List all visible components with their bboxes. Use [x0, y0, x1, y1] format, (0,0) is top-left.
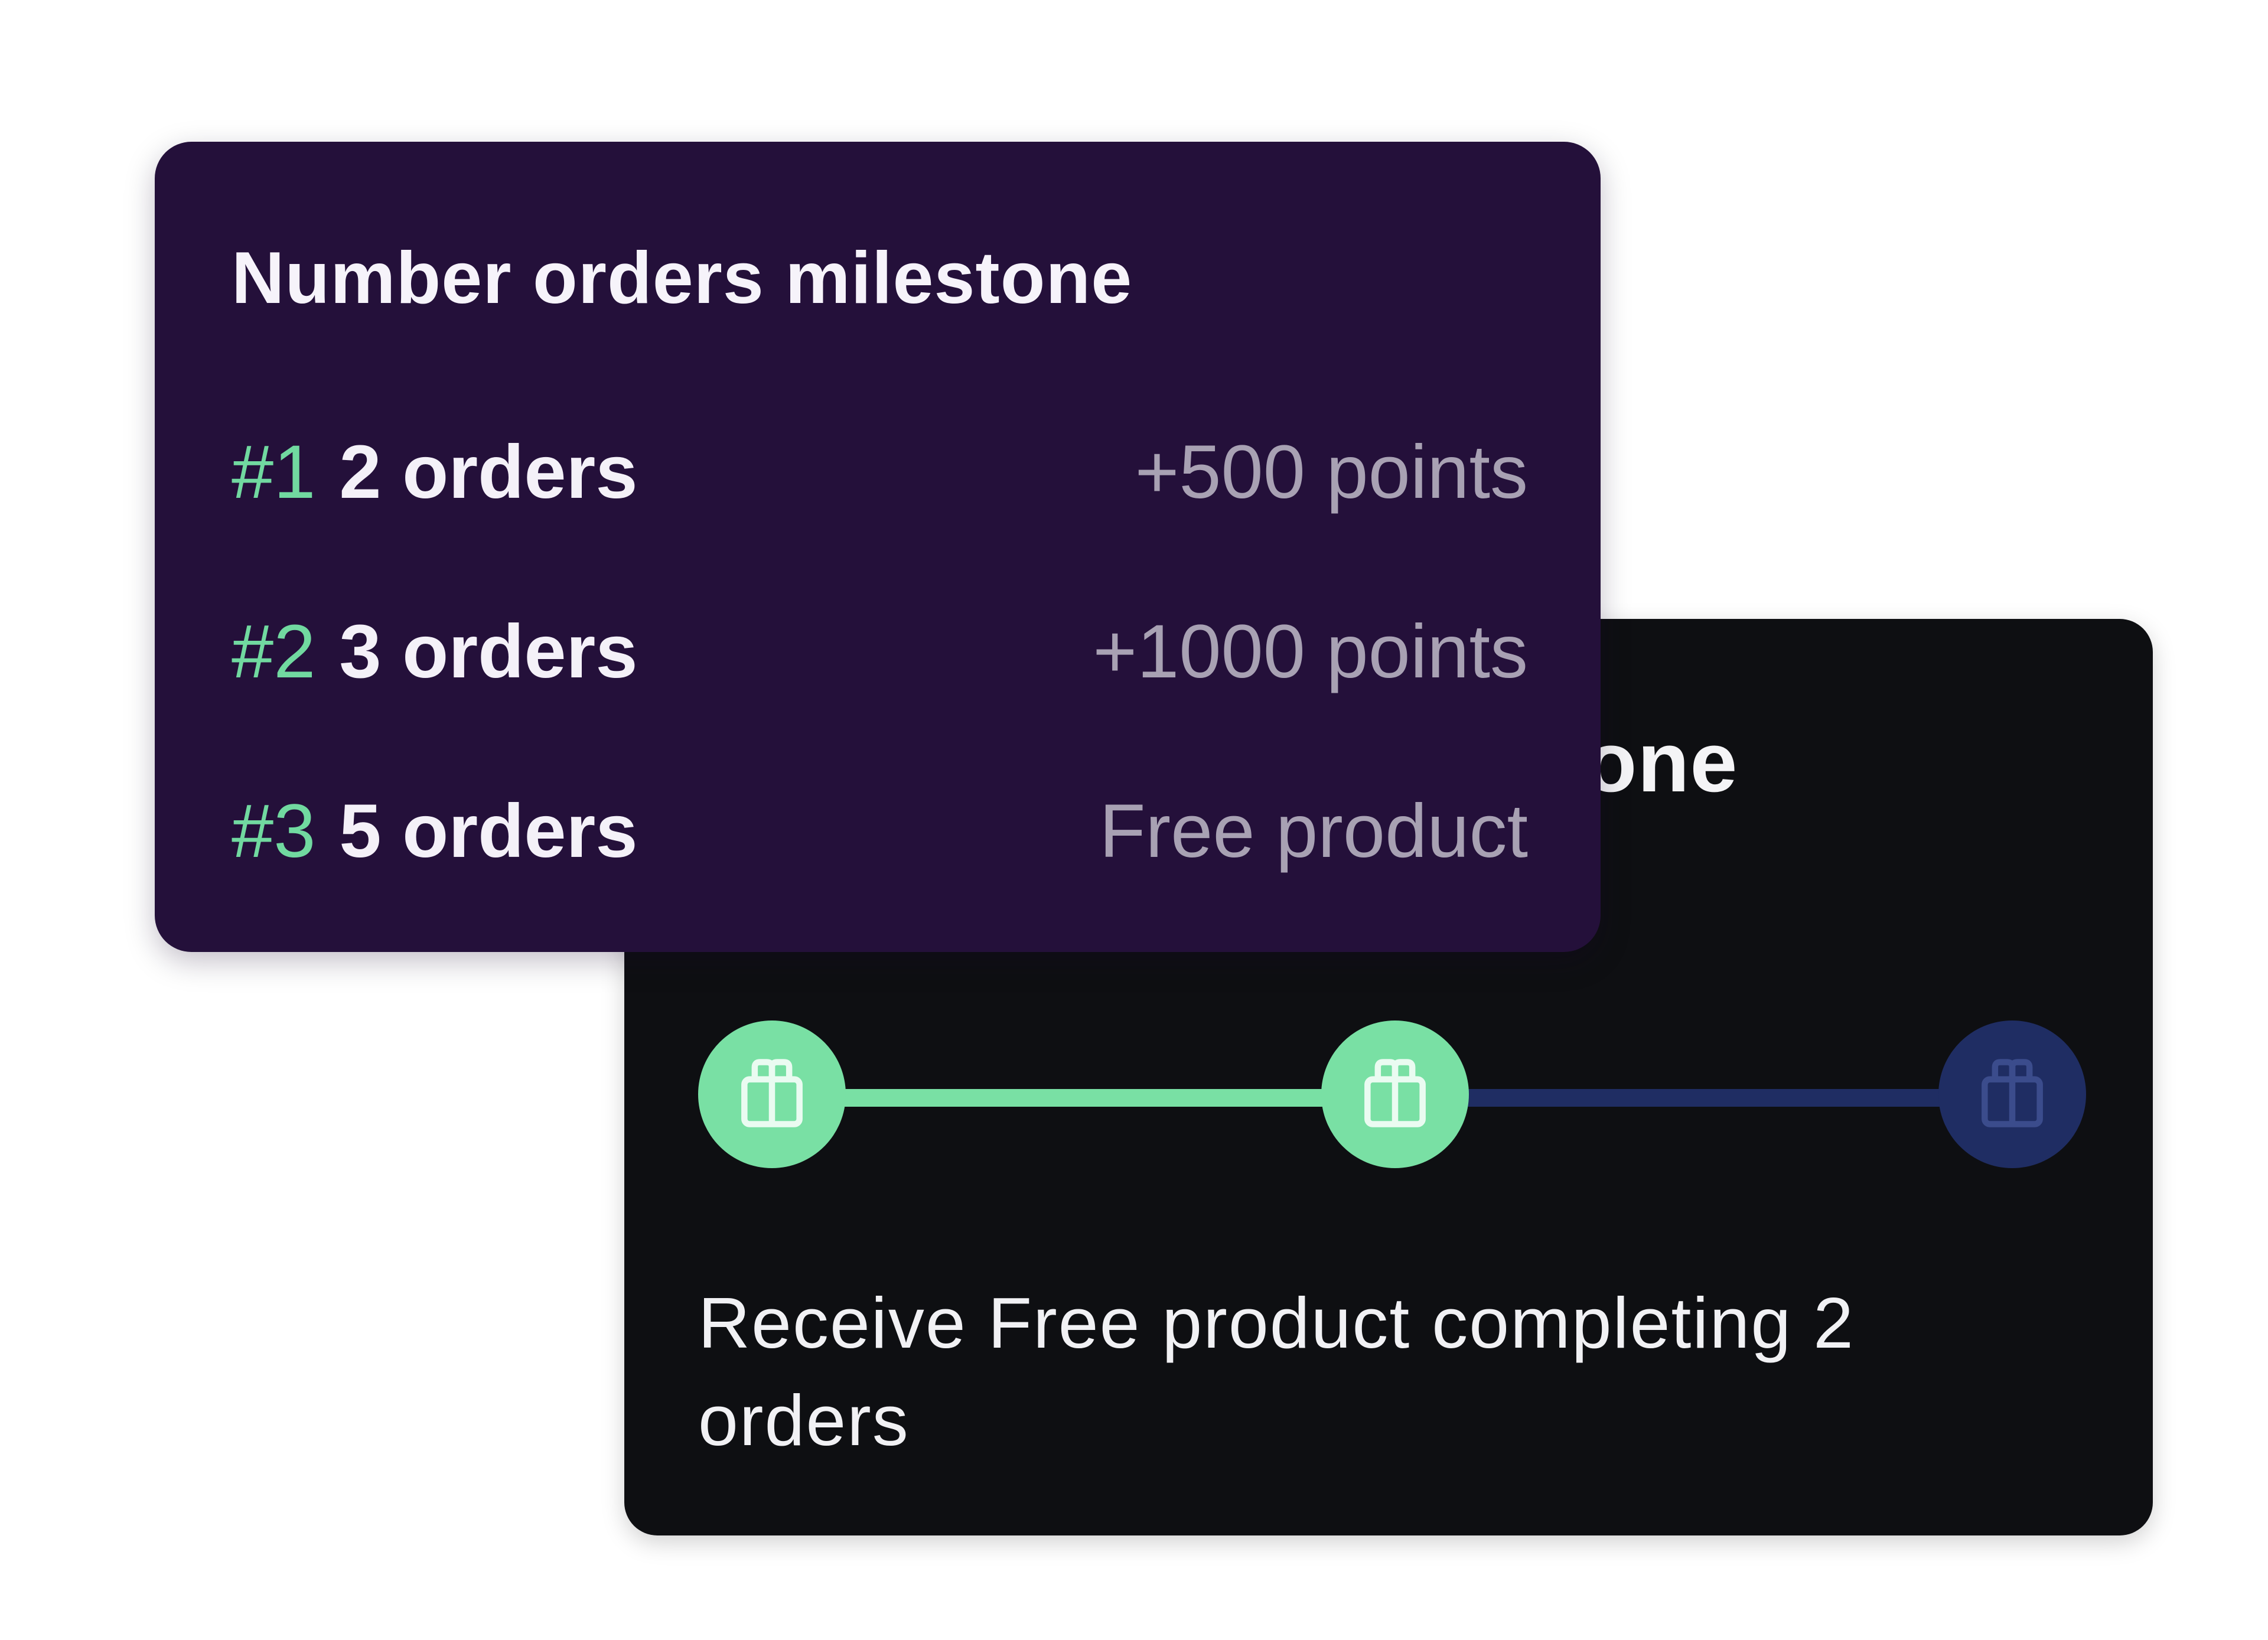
milestone-orders: 5 orders	[339, 789, 638, 873]
milestone-progress-track	[698, 1020, 2086, 1174]
progress-line-pending	[1395, 1089, 2018, 1107]
progress-line-completed	[772, 1089, 1395, 1107]
milestone-orders: 2 orders	[339, 430, 638, 514]
milestone-row: #3 5 orders Free product	[232, 787, 1528, 967]
gift-icon	[1971, 1052, 2054, 1137]
milestone-row: #1 2 orders +500 points	[232, 428, 1528, 608]
milestone-step-1[interactable]	[698, 1020, 846, 1168]
milestone-number: #3	[232, 789, 316, 873]
milestone-orders: 3 orders	[339, 609, 638, 694]
milestone-list-title: Number orders milestone	[232, 237, 1133, 319]
milestone-reward: +1000 points	[1093, 609, 1528, 694]
milestone-number: #1	[232, 430, 316, 514]
milestone-reward: Free product	[1099, 789, 1528, 873]
milestone-description: Receive Free product completing 2 orders	[698, 1283, 1855, 1460]
milestone-reward: +500 points	[1135, 430, 1528, 514]
milestone-list-card: Number orders milestone #1 2 orders +500…	[155, 142, 1601, 952]
milestone-row: #2 3 orders +1000 points	[232, 608, 1528, 787]
milestone-step-2[interactable]	[1321, 1020, 1469, 1168]
gift-icon	[731, 1052, 813, 1137]
milestone-list: #1 2 orders +500 points #2 3 orders +100…	[232, 428, 1528, 967]
gift-icon	[1354, 1052, 1436, 1137]
milestone-step-3[interactable]	[1938, 1020, 2086, 1168]
milestone-number: #2	[232, 609, 316, 694]
